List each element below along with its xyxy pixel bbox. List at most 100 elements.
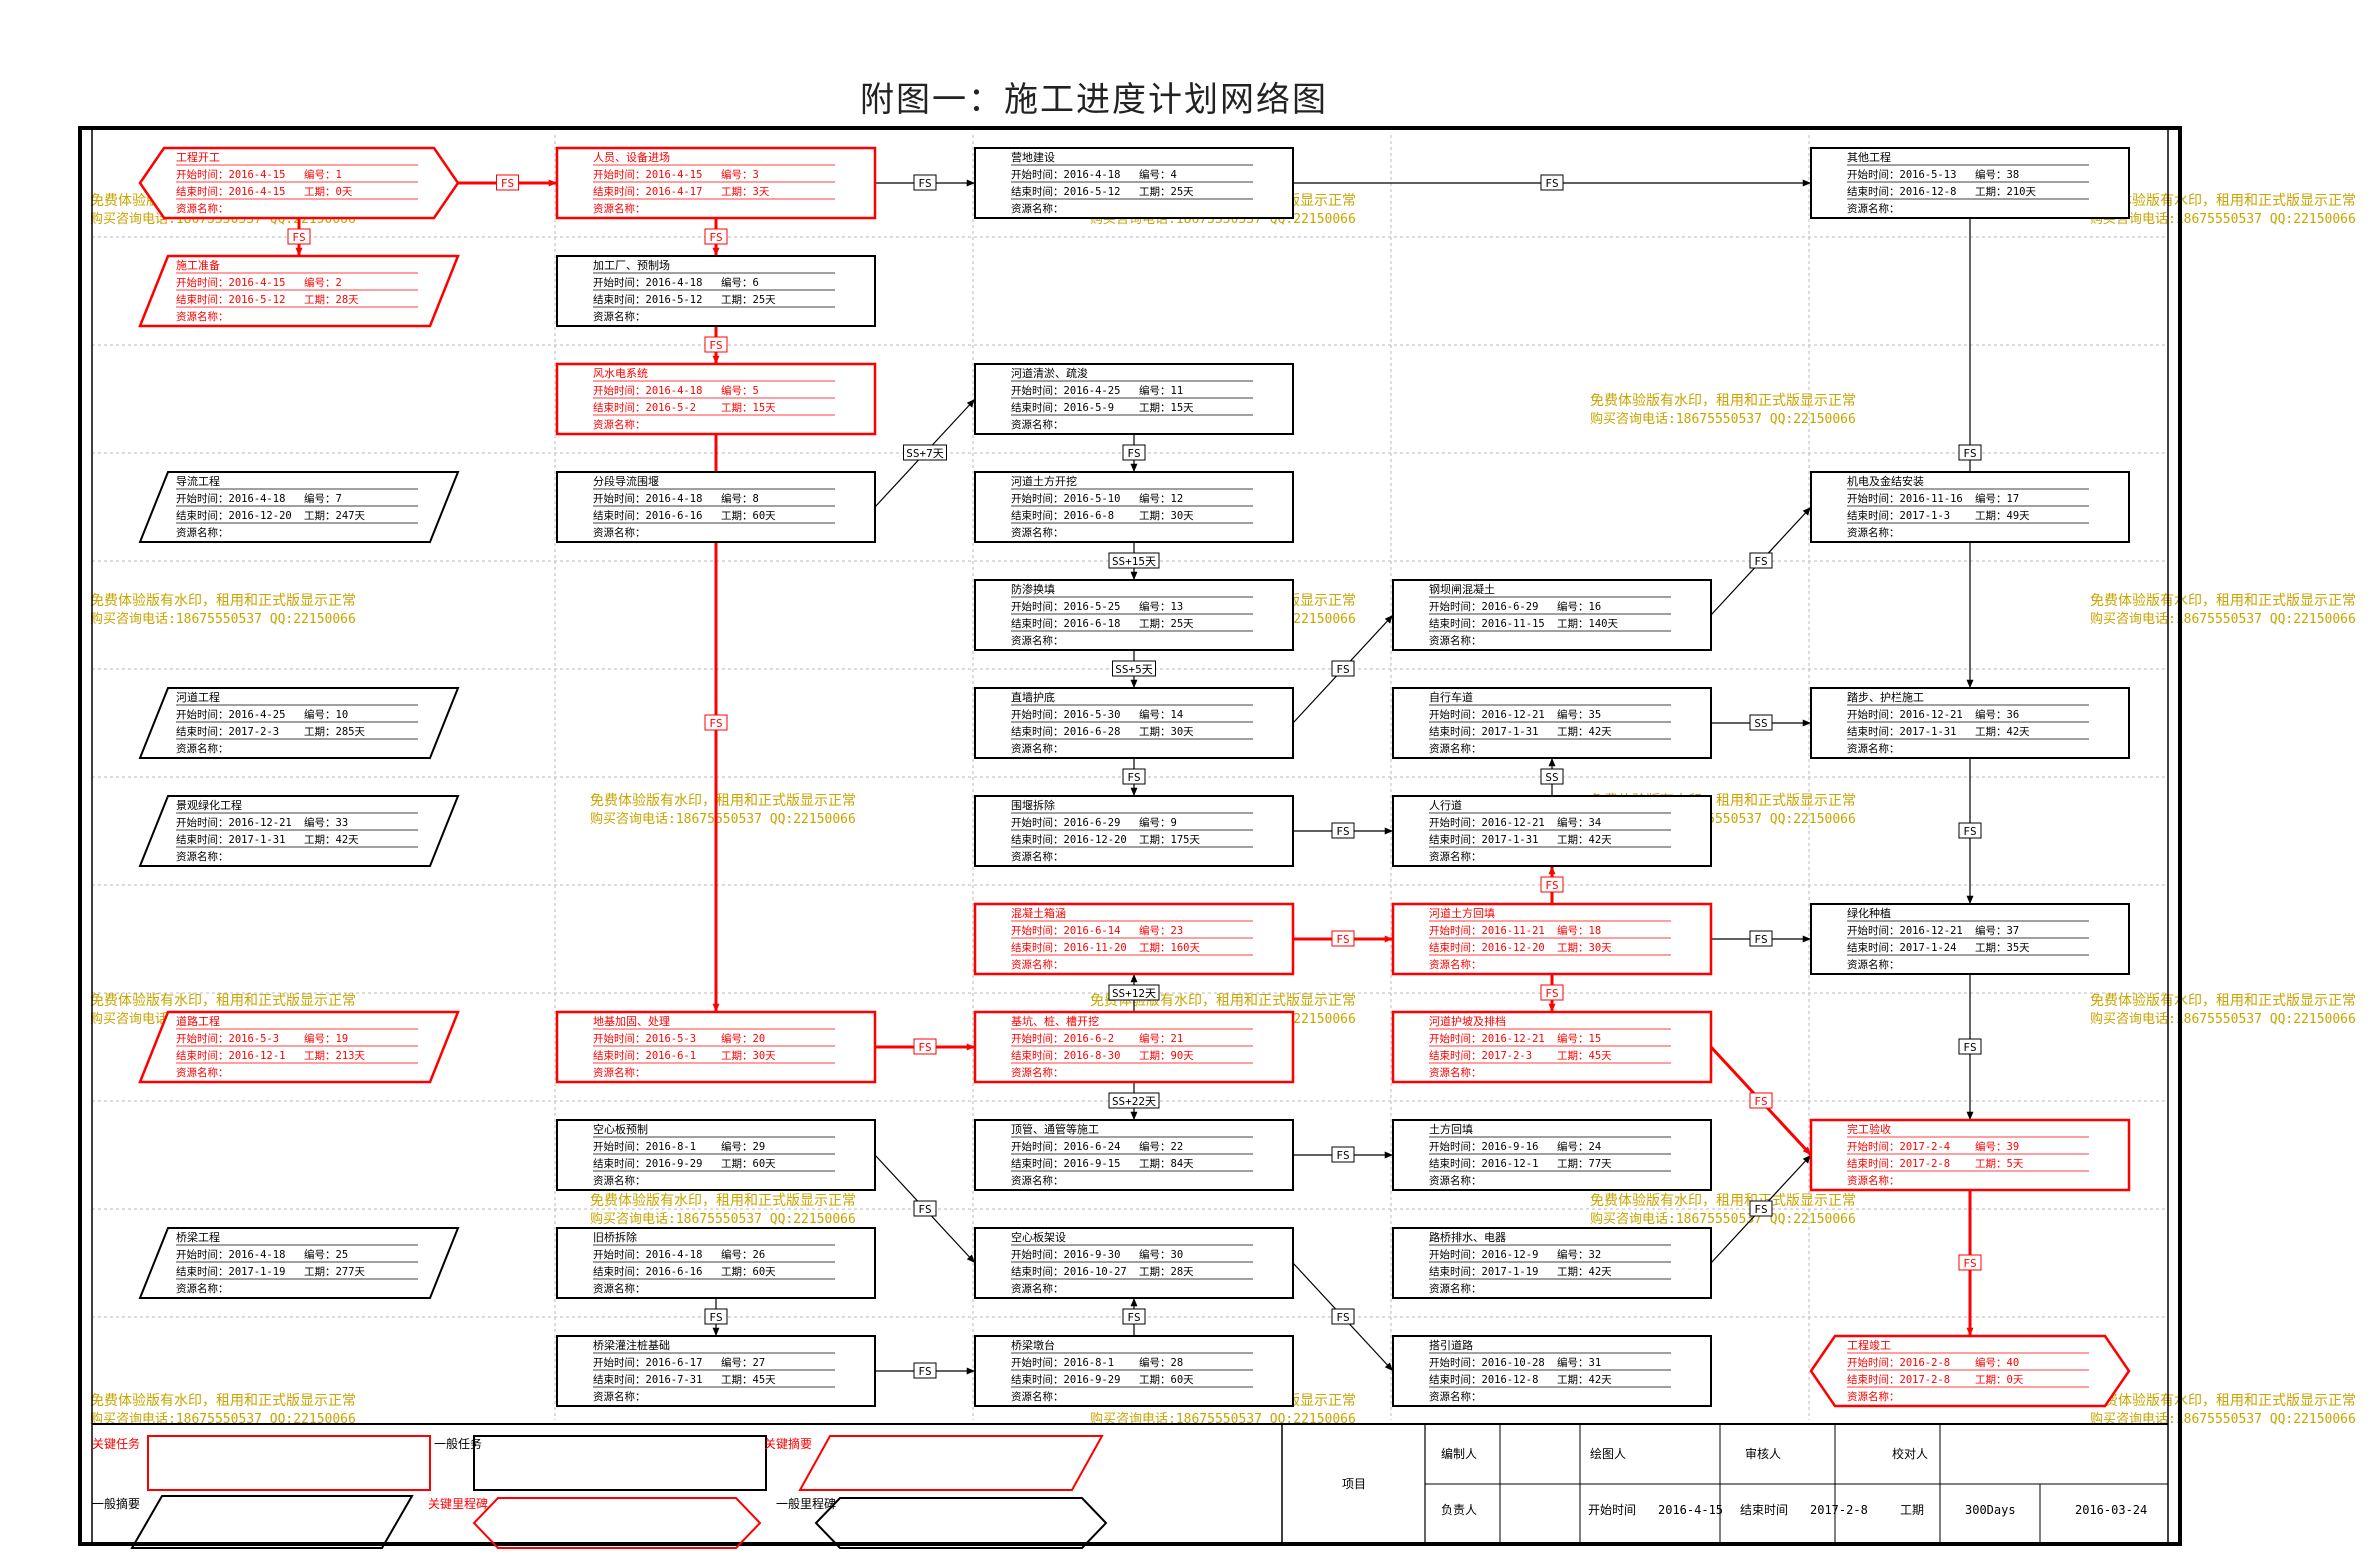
- task-name: 桥梁工程: [176, 1230, 220, 1244]
- link-label: FS: [1545, 987, 1558, 1000]
- task-name: 直墙护底: [1011, 690, 1055, 704]
- task-duration: 工期：84天: [1139, 1158, 1194, 1170]
- watermark-line2: 购买咨询电话:18675550537 QQ:22150066: [2090, 1011, 2356, 1027]
- link-label: FS: [918, 177, 931, 190]
- task-id: 编号：32: [1557, 1248, 1601, 1261]
- task-start: 开始时间：2016-12-21: [1429, 816, 1545, 829]
- task-box: [974, 1335, 1294, 1407]
- task-box: [1392, 687, 1712, 759]
- link-label: FS: [918, 1041, 931, 1054]
- task-duration: 工期：175天: [1139, 834, 1200, 846]
- task-resource: 资源名称：: [1011, 1066, 1064, 1079]
- task-start: 开始时间：2016-4-25: [1011, 384, 1120, 397]
- task-id: 编号：3: [721, 168, 759, 181]
- task-duration: 工期：45天: [1557, 1050, 1612, 1062]
- task-duration: 工期：0天: [304, 186, 353, 198]
- task-end: 结束时间：2016-8-30: [1011, 1049, 1120, 1062]
- task-duration: 工期：30天: [1139, 510, 1194, 522]
- task-duration: 工期：5天: [1975, 1158, 2024, 1170]
- info-date-value: 2016-03-24: [2075, 1503, 2147, 1517]
- task-start: 开始时间：2016-4-18: [176, 1248, 285, 1261]
- task-id: 编号：31: [1557, 1356, 1601, 1369]
- info-reviewer: 审核人: [1745, 1446, 1781, 1461]
- task-start: 开始时间：2016-4-18: [593, 492, 702, 505]
- link-arrow: [1802, 719, 1811, 727]
- task-duration: 工期：77天: [1557, 1158, 1612, 1170]
- task-duration: 工期：25天: [1139, 186, 1194, 198]
- link-label-box: [1958, 444, 1982, 461]
- task-start: 开始时间：2016-12-21: [1429, 708, 1545, 721]
- link-label-box: [1749, 1200, 1773, 1217]
- task-resource: 资源名称：: [176, 1066, 229, 1079]
- task-duration: 工期：60天: [721, 510, 776, 522]
- task-end: 结束时间：2017-1-3: [1847, 509, 1950, 522]
- task-box: [555, 146, 877, 220]
- task-id: 编号：34: [1557, 816, 1601, 829]
- task-resource: 资源名称：: [1429, 1390, 1482, 1403]
- link-arrow: [1384, 827, 1393, 835]
- task-id: 编号：15: [1557, 1032, 1601, 1045]
- link-arrow: [1802, 1155, 1811, 1164]
- task-name: 河道土方开挖: [1011, 474, 1077, 488]
- task-duration: 工期：42天: [1557, 834, 1612, 846]
- task-box: [974, 363, 1294, 435]
- task-end: 结束时间：2017-1-31: [1429, 725, 1538, 738]
- task-name: 土方回填: [1429, 1122, 1473, 1136]
- task-start: 开始时间：2016-10-28: [1429, 1356, 1545, 1369]
- task-start: 开始时间：2016-6-24: [1011, 1140, 1120, 1153]
- task-name: 景观绿化工程: [176, 798, 242, 812]
- legend-key-milestone: 关键里程碑: [428, 1496, 488, 1511]
- watermark-line2: 购买咨询电话:18675550537 QQ:22150066: [90, 611, 356, 627]
- task-id: 编号：26: [721, 1248, 765, 1261]
- link-label-box: [704, 1308, 728, 1325]
- link-label-box: [1112, 660, 1156, 677]
- link-label-box: [1122, 444, 1146, 461]
- task-end: 结束时间：2017-2-8: [1847, 1157, 1950, 1170]
- task-id: 编号：6: [721, 276, 759, 289]
- task-name: 基坑、桩、槽开挖: [1011, 1014, 1099, 1028]
- task-end: 结束时间：2017-1-31: [1847, 725, 1956, 738]
- task-start: 开始时间：2016-6-2: [1011, 1032, 1114, 1045]
- task-end: 结束时间：2016-5-12: [176, 293, 285, 306]
- link-arrow: [1130, 1111, 1138, 1120]
- watermark-line1: 免费体验版有水印，租用和正式版显示正常: [90, 1393, 356, 1409]
- watermark-line2: 购买咨询电话:18675550537 QQ:22150066: [1590, 411, 1856, 427]
- task-duration: 工期：25天: [721, 294, 776, 306]
- link-label-box: [496, 174, 519, 191]
- info-start-value: 2016-4-15: [1658, 1503, 1723, 1517]
- link-arrow: [1548, 1003, 1556, 1012]
- task-box: [1391, 1010, 1713, 1084]
- task-resource: 资源名称：: [593, 526, 646, 539]
- task-name: 河道工程: [176, 690, 220, 704]
- task-end: 结束时间：2016-6-28: [1011, 725, 1120, 738]
- task-id: 编号：7: [304, 492, 342, 505]
- task-end: 结束时间：2017-2-3: [176, 725, 279, 738]
- task-box: [1810, 471, 2130, 543]
- task-name: 加工厂、预制场: [593, 258, 670, 272]
- summary-box: [138, 1010, 460, 1084]
- watermark-line1: 免费体验版有水印，租用和正式版显示正常: [90, 993, 356, 1009]
- task-box: [1392, 1227, 1712, 1299]
- link-arrow: [1130, 974, 1138, 983]
- watermark-line1: 免费体验版有水印，租用和正式版显示正常: [2090, 593, 2356, 609]
- legend-key-summary: 关键摘要: [764, 1436, 812, 1451]
- link-label: SS+22天: [1112, 1095, 1156, 1108]
- task-start: 开始时间：2016-12-9: [1429, 1248, 1538, 1261]
- task-box: [973, 1010, 1295, 1084]
- link-label: FS: [1336, 825, 1349, 838]
- task-box: [974, 1119, 1294, 1191]
- info-duration-value: 300Days: [1965, 1503, 2016, 1517]
- task-resource: 资源名称：: [1847, 202, 1900, 215]
